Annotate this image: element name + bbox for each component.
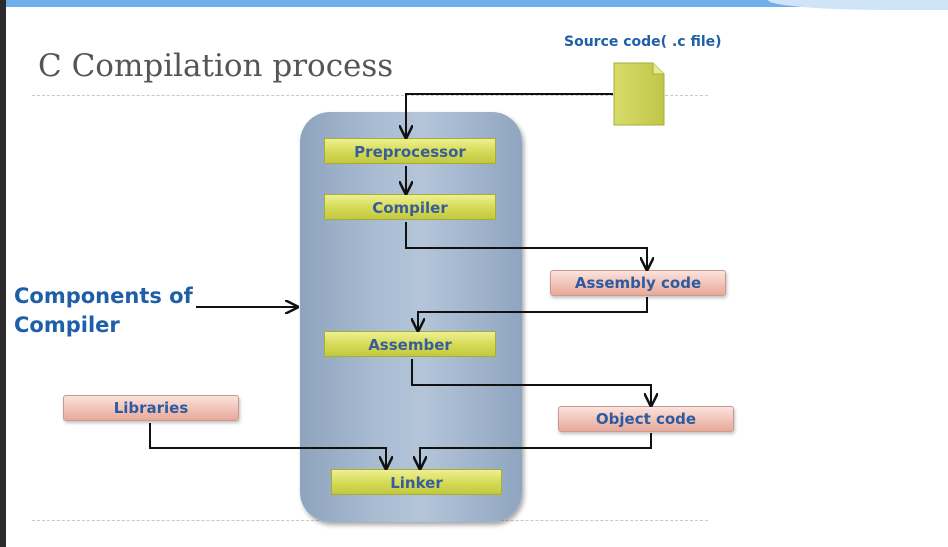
libraries-box: Libraries xyxy=(63,395,239,421)
compiler-stage: Compiler xyxy=(324,194,496,220)
top-banner-curve xyxy=(768,0,948,10)
left-edge-bar xyxy=(0,0,6,547)
source-code-label: Source code( .c file) xyxy=(564,34,722,50)
compiler-components-box xyxy=(300,112,522,522)
assembler-stage: Assember xyxy=(324,331,496,357)
assembly-code-box: Assembly code xyxy=(550,270,726,296)
linker-stage: Linker xyxy=(331,469,502,495)
components-of-compiler-label: Components of Compiler xyxy=(14,282,193,340)
preprocessor-stage: Preprocessor xyxy=(324,138,496,164)
object-code-box: Object code xyxy=(558,406,734,432)
components-label-line-1: Components of xyxy=(14,284,193,308)
components-label-line-2: Compiler xyxy=(14,313,120,337)
title-divider xyxy=(32,95,708,96)
document-icon xyxy=(613,62,665,126)
top-banner xyxy=(6,0,948,7)
slide-title: C Compilation process xyxy=(38,48,394,84)
